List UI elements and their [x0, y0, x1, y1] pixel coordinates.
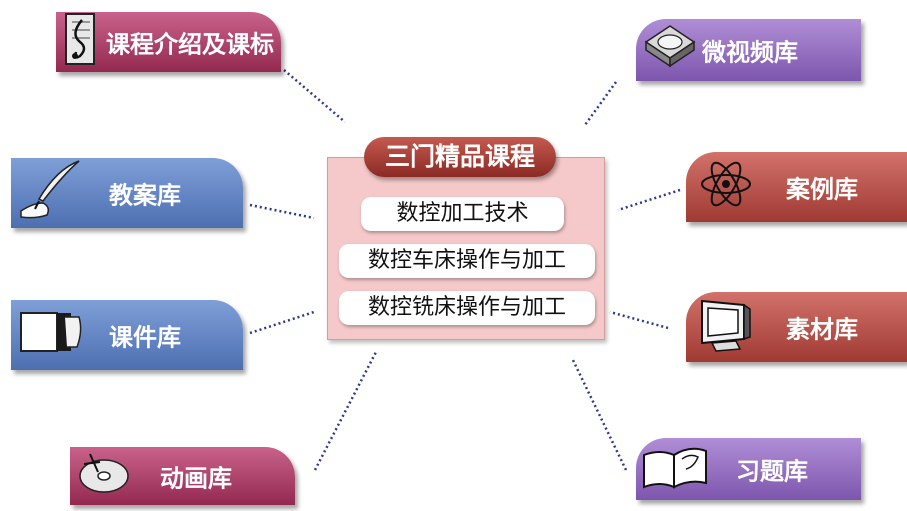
tab-course-intro-label: 课程介绍及课标 — [106, 30, 274, 59]
tab-cases-label: 案例库 — [786, 175, 858, 204]
link-intro — [283, 69, 346, 123]
course-cnc-machining-tech[interactable]: 数控加工技术 — [361, 197, 564, 231]
tab-cases[interactable]: 案例库 — [686, 152, 907, 222]
tab-micro-video[interactable]: 微视频库 — [636, 19, 861, 81]
tab-courseware-label: 课件库 — [109, 323, 181, 352]
link-exercises — [570, 357, 628, 471]
tab-courseware[interactable]: 课件库 — [11, 300, 243, 370]
link-courseware — [249, 310, 315, 335]
monitor-icon — [696, 295, 754, 359]
link-cases — [617, 188, 681, 212]
book-hand-icon — [17, 307, 87, 363]
link-micro-video — [583, 81, 618, 126]
tab-micro-video-label: 微视频库 — [702, 38, 798, 67]
tab-materials-label: 素材库 — [786, 315, 858, 344]
hub-title: 三门精品课程 — [364, 137, 556, 177]
music-notes-icon — [62, 12, 102, 72]
quill-pen-icon — [17, 159, 87, 227]
hard-drive-icon — [640, 20, 698, 80]
tab-exercises-label: 习题库 — [736, 457, 808, 486]
tab-lesson-plans-label: 教案库 — [109, 181, 181, 210]
tab-course-intro[interactable]: 课程介绍及课标 — [56, 12, 281, 72]
course-cnc-lathe[interactable]: 数控车床操作与加工 — [339, 244, 595, 278]
link-animations — [313, 351, 378, 471]
link-materials — [609, 310, 669, 330]
course-cnc-milling[interactable]: 数控铣床操作与加工 — [339, 291, 595, 325]
atom-icon — [698, 156, 754, 218]
cd-disc-icon — [76, 450, 132, 502]
tab-animations[interactable]: 动画库 — [70, 447, 295, 505]
link-lesson-plans — [249, 203, 315, 220]
open-book-icon — [640, 441, 710, 497]
tab-lesson-plans[interactable]: 教案库 — [11, 158, 243, 228]
tab-animations-label: 动画库 — [160, 464, 232, 493]
tab-exercises[interactable]: 习题库 — [636, 438, 861, 500]
tab-materials[interactable]: 素材库 — [686, 292, 907, 362]
